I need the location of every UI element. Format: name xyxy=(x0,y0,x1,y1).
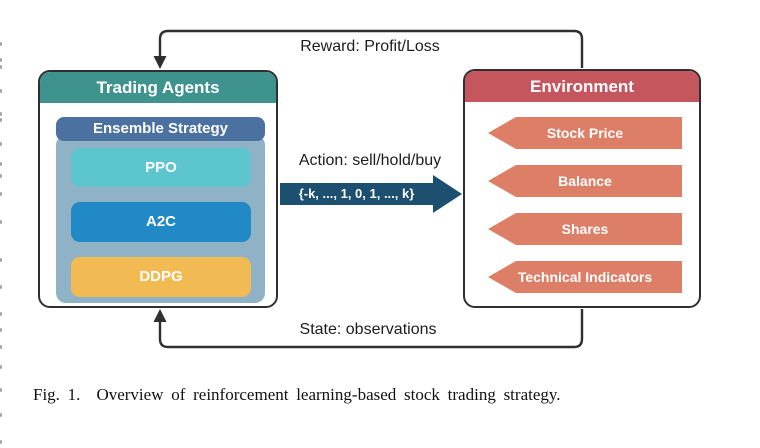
reward-label: Reward: Profit/Loss xyxy=(300,38,440,55)
observation-tag-balance: Balance xyxy=(488,165,682,197)
algorithm-box-ppo: PPO xyxy=(71,148,251,187)
figure-caption-text: Overview of reinforcement learning-based… xyxy=(96,385,561,404)
reward-arrow-line xyxy=(158,29,584,68)
state-arrowhead-icon xyxy=(153,309,167,322)
action-label: Action: sell/hold/buy xyxy=(298,152,442,169)
figure-caption-tag: Fig. 1. xyxy=(33,385,81,404)
page-edge-mark xyxy=(0,192,2,196)
observation-tag-technical-indicators: Technical Indicators xyxy=(488,261,682,293)
page-edge-mark xyxy=(0,285,2,289)
observation-tag-stock-price: Stock Price xyxy=(488,117,682,149)
environment-header: Environment xyxy=(465,71,699,102)
page-edge-mark xyxy=(0,345,2,349)
state-arrow-line xyxy=(158,309,584,349)
page-edge-mark xyxy=(0,312,2,316)
page-edge-mark xyxy=(0,89,2,93)
action-arrowhead-icon xyxy=(433,175,462,213)
reward-arrowhead-icon xyxy=(153,56,167,69)
page-edge-mark xyxy=(0,440,2,444)
figure-caption: Fig. 1. Overview of reinforcement learnin… xyxy=(33,385,733,405)
algorithm-box-ddpg: DDPG xyxy=(71,257,251,297)
trading-agents-box: Trading Agents Ensemble Strategy PPO A2C… xyxy=(38,70,278,308)
page-edge-mark xyxy=(0,112,2,116)
page-edge-mark xyxy=(0,258,2,262)
page-edge-mark xyxy=(0,174,2,178)
page-edge-mark xyxy=(0,142,2,146)
ensemble-strategy-header: Ensemble Strategy xyxy=(56,117,265,141)
page-edge-mark xyxy=(0,220,2,224)
action-set-text: {-k, ..., 1, 0, 1, ..., k} xyxy=(280,183,433,205)
page-edge-mark xyxy=(0,365,2,369)
page-edge-mark xyxy=(0,65,2,69)
page-edge-mark xyxy=(0,388,2,392)
page-edge-mark xyxy=(0,162,2,166)
state-label: State: observations xyxy=(299,321,437,338)
environment-box: Environment Stock Price Balance Shares T… xyxy=(463,69,701,308)
page-edge-mark xyxy=(0,118,2,122)
page-edge-mark xyxy=(0,328,2,332)
page-edge-mark xyxy=(0,413,2,417)
algorithm-box-a2c: A2C xyxy=(71,202,251,242)
page-edge-mark xyxy=(0,58,2,62)
observation-tag-shares: Shares xyxy=(488,213,682,245)
trading-agents-header: Trading Agents xyxy=(40,72,276,103)
page-edge-mark xyxy=(0,42,2,46)
action-arrow: {-k, ..., 1, 0, 1, ..., k} xyxy=(280,175,462,213)
